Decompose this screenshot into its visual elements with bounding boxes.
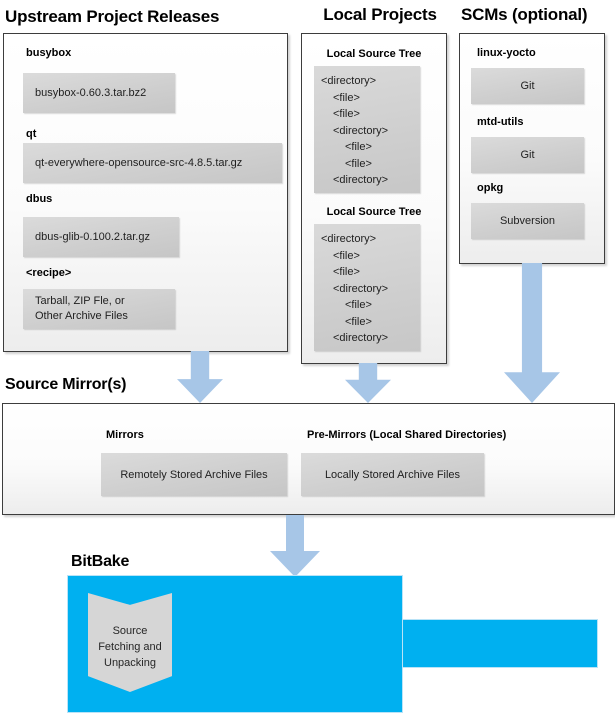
source-fetching-banner: Source Fetching and Unpacking [88, 593, 172, 692]
bitbake-heading: BitBake [71, 553, 130, 570]
arrow-mirror-to-bitbake-icon [270, 515, 320, 577]
tree-entry: <directory> [321, 75, 377, 87]
scm-type-box: Git [471, 68, 584, 104]
archive-filename: qt-everywhere-opensource-src-4.8.5.tar.g… [35, 157, 243, 169]
scm-type-box: Git [471, 137, 584, 173]
archive-filename: busybox-0.60.3.tar.bz2 [35, 87, 147, 99]
scm-item-label: opkg [477, 182, 504, 194]
scms-panel: linux-yocto Git mtd-utils Git opkg Subve… [459, 33, 605, 264]
local-projects-heading: Local Projects [323, 5, 437, 24]
arrow-upstream-to-mirror-icon [177, 351, 223, 403]
tree-entry: <file> [345, 299, 372, 311]
local-projects-panel: Local Source Tree <directory> <file> <fi… [301, 33, 447, 364]
archive-description-line: Tarball, ZIP Fle, or [35, 295, 125, 307]
mirror-storage-box: Locally Stored Archive Files [301, 453, 484, 496]
scm-type-box: Subversion [471, 203, 584, 239]
tree-entry: <file> [345, 141, 372, 153]
upstream-item-label: dbus [26, 193, 53, 205]
tree-entry: <file> [333, 108, 360, 120]
arrow-local-to-mirror-icon [345, 363, 391, 403]
archive-filename: dbus-glib-0.100.2.tar.gz [35, 231, 150, 243]
mirror-storage-text: Remotely Stored Archive Files [120, 468, 268, 481]
upstream-item-label: <recipe> [26, 267, 72, 279]
scm-type: Git [520, 149, 535, 161]
source-mirror-panel: Mirrors Remotely Stored Archive Files Pr… [2, 403, 615, 515]
upstream-item-label: qt [26, 128, 37, 140]
banner-line: Source [112, 625, 148, 637]
scm-type: Subversion [499, 215, 556, 227]
tree-entry: <directory> [333, 282, 389, 295]
local-source-tree-label: Local Source Tree [326, 206, 422, 218]
upstream-archive-box: Tarball, ZIP Fle, or Other Archive Files [23, 289, 175, 329]
local-source-tree-box: <directory> <file> <file> <directory> <f… [314, 66, 420, 193]
tree-entry: <file> [345, 315, 372, 328]
tree-entry: <directory> [333, 174, 389, 186]
scm-type: Git [520, 80, 535, 92]
upstream-archive-box: dbus-glib-0.100.2.tar.gz [23, 217, 179, 257]
local-source-tree-label: Local Source Tree [326, 48, 422, 60]
scm-item-label: mtd-utils [477, 116, 524, 128]
tree-entry: <directory> [333, 332, 389, 344]
upstream-archive-box: qt-everywhere-opensource-src-4.8.5.tar.g… [23, 143, 282, 183]
archive-description-line: Other Archive Files [35, 310, 128, 322]
tree-entry: <file> [333, 91, 360, 104]
scm-item-label: linux-yocto [477, 47, 536, 59]
tree-entry: <directory> [333, 124, 389, 137]
source-mirror-heading: Source Mirror(s) [5, 376, 127, 393]
mirror-storage-box: Remotely Stored Archive Files [101, 453, 287, 496]
upstream-item-label: busybox [26, 47, 72, 59]
mirror-storage-text: Locally Stored Archive Files [324, 468, 461, 481]
mirror-item-label: Pre-Mirrors (Local Shared Directories) [307, 429, 507, 441]
mirror-item-label: Mirrors [106, 429, 144, 441]
upstream-panel: busybox busybox-0.60.3.tar.bz2 qt qt-eve… [3, 33, 288, 352]
bitbake-output-bar [402, 619, 598, 668]
tree-entry: <file> [333, 266, 360, 278]
banner-line: Unpacking [104, 657, 156, 669]
banner-line: Fetching and [98, 641, 162, 653]
upstream-heading: Upstream Project Releases [5, 7, 220, 26]
arrow-scm-to-mirror-icon [504, 263, 560, 403]
scms-heading: SCMs (optional) [461, 5, 588, 24]
tree-entry: <file> [345, 157, 372, 170]
tree-entry: <directory> [321, 233, 377, 245]
upstream-archive-box: busybox-0.60.3.tar.bz2 [23, 73, 175, 113]
local-source-tree-box: <directory> <file> <file> <directory> <f… [314, 224, 420, 351]
tree-entry: <file> [333, 249, 360, 262]
